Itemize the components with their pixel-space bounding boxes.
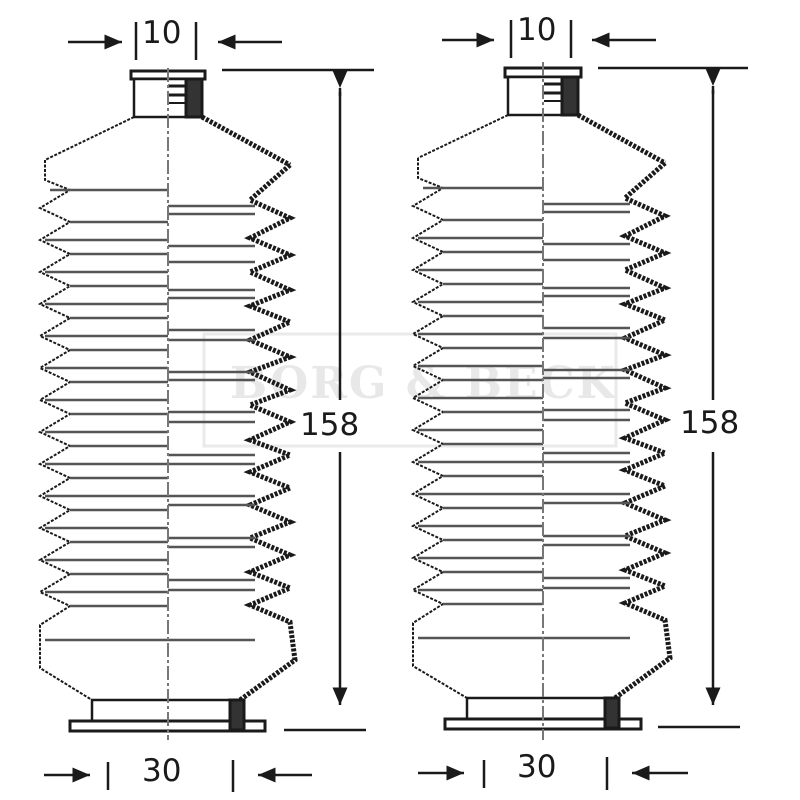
right-dimension-top — [442, 20, 656, 58]
left-top-bore-label: 10 — [142, 15, 182, 51]
left-dimension-length — [222, 68, 374, 732]
right-dimension-bottom — [418, 757, 688, 790]
left-boot — [37, 68, 298, 740]
right-length-label: 158 — [680, 405, 740, 441]
right-dimension-length — [598, 66, 748, 729]
right-top-bore-label: 10 — [517, 12, 557, 48]
left-dimension-bottom — [44, 760, 312, 792]
left-bottom-bore-label: 30 — [142, 753, 182, 789]
right-bottom-bore-label: 30 — [517, 749, 557, 785]
right-boot — [410, 62, 673, 740]
left-dimension-top — [68, 22, 282, 60]
left-length-label: 158 — [300, 407, 360, 443]
